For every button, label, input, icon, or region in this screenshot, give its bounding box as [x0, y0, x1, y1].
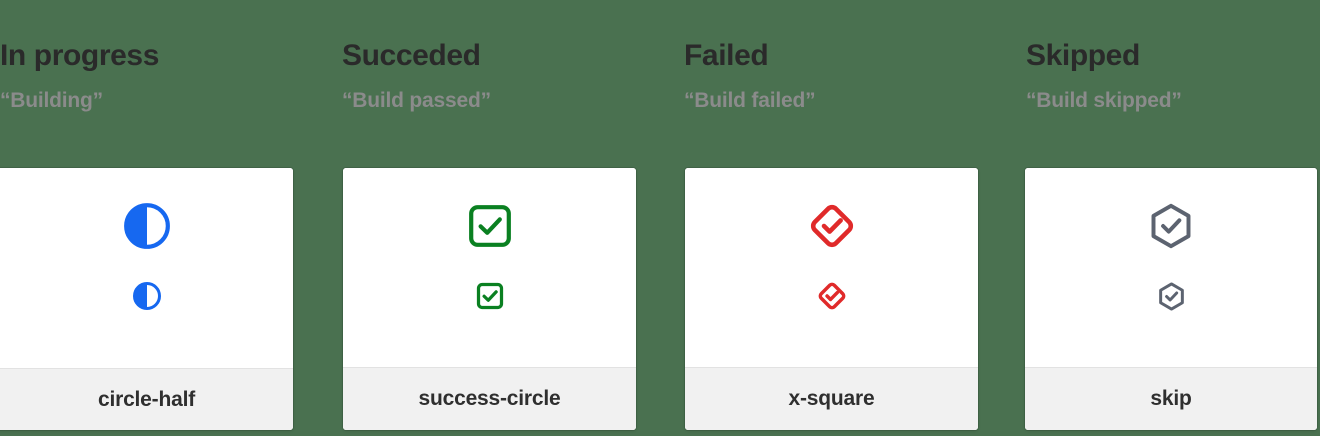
- icon-card-footer: circle-half: [0, 368, 293, 430]
- icon-card-skip[interactable]: skip: [1025, 168, 1317, 430]
- icon-card-body: [0, 168, 293, 368]
- x-square-icon-large-slot: [685, 198, 978, 254]
- subtitle-skipped: “Build skipped”: [1026, 89, 1182, 112]
- circle-half-icon-small-slot: [0, 280, 293, 312]
- icon-card-x-square[interactable]: x-square: [685, 168, 978, 430]
- x-square-icon: [816, 280, 848, 312]
- icon-card-footer: skip: [1025, 367, 1317, 430]
- page-title-skipped: Skipped: [1026, 39, 1140, 72]
- icon-card-circle-half[interactable]: circle-half: [0, 168, 293, 430]
- icon-name-label: circle-half: [97, 387, 195, 411]
- icon-card-footer: x-square: [685, 367, 978, 430]
- page-title-failed: Failed: [684, 39, 769, 72]
- x-square-icon-small-slot: [685, 280, 978, 312]
- circle-half-icon: [132, 281, 162, 311]
- circle-half-icon-large-slot: [0, 198, 293, 254]
- success-circle-icon-small-slot: [343, 280, 636, 312]
- icon-name-label: x-square: [788, 387, 875, 410]
- subtitle-succeded: “Build passed”: [342, 89, 491, 112]
- icon-name-label: success-circle: [418, 387, 561, 410]
- success-circle-icon: [475, 281, 505, 311]
- icon-card-success-circle[interactable]: success-circle: [343, 168, 636, 430]
- icon-card-body: [685, 168, 978, 367]
- x-square-icon: [806, 200, 858, 252]
- icon-name-label: skip: [1150, 387, 1192, 410]
- skip-icon: [1156, 281, 1187, 312]
- skip-icon: [1146, 201, 1196, 251]
- column-headings: In progress “Building” Succeded “Build p…: [0, 0, 1320, 168]
- subtitle-in-progress: “Building”: [0, 89, 103, 112]
- success-circle-icon-large-slot: [343, 198, 636, 254]
- skip-icon-large-slot: [1025, 198, 1317, 254]
- skip-icon-small-slot: [1025, 280, 1317, 312]
- icon-card-footer: success-circle: [343, 367, 636, 430]
- circle-half-icon: [122, 201, 172, 251]
- success-circle-icon: [466, 202, 514, 250]
- icon-card-body: [343, 168, 636, 367]
- page-title-succeded: Succeded: [342, 39, 481, 72]
- page-title-in-progress: In progress: [0, 39, 159, 72]
- subtitle-failed: “Build failed”: [684, 89, 816, 112]
- icon-card-body: [1025, 168, 1317, 367]
